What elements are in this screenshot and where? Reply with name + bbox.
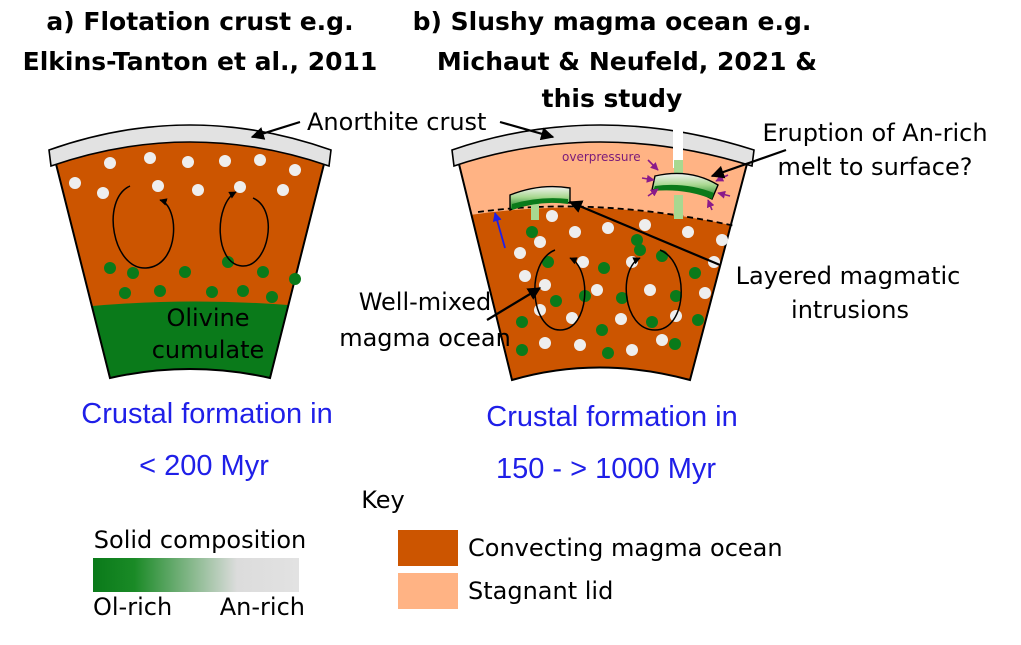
key-swatch-stagnant-lid [398,573,458,609]
panel-b-uplift-arrow [492,212,506,249]
key-label-stagnant-lid: Stagnant lid [468,577,613,605]
wellmixed-label-line2: magma ocean [339,324,511,352]
overpressure-label: overpressure [562,150,641,164]
panel-a-cumulate-label-line1: Olivine [166,304,249,332]
panel-b-convection-cell-right [625,249,682,331]
panel-b-wedge: overpressure [451,124,755,382]
gradient-title: Solid composition [94,526,306,554]
panel-b-intrusion-left [509,185,571,220]
panel-a-title-line1: a) Flotation crust e.g. [46,7,353,36]
composition-gradient-bar [93,558,299,592]
gradient-right-label: An-rich [220,593,305,621]
wellmixed-label-line1: Well-mixed [359,288,492,316]
panel-a-convection-cell-right [219,191,269,267]
panel-b-title-line1: b) Slushy magma ocean e.g. [413,7,812,36]
panel-a-olivine-crystals [104,256,301,303]
crust-arrow-a [250,120,301,140]
panel-b-intrusion-right [651,160,719,219]
anorthite-crust-label: Anorthite crust [307,108,486,136]
panel-b-convecting-region [470,207,735,380]
key-title: Key [361,486,405,514]
panel-a-wedge: Olivine cumulate [48,124,332,380]
eruption-label-line2: melt to surface? [777,153,972,181]
panel-a-cumulate-label-line2: cumulate [152,336,265,364]
key-label-convecting: Convecting magma ocean [468,534,783,562]
intrusions-label-line1: Layered magmatic [736,262,961,290]
panel-b-timescale-line2: 150 - > 1000 Myr [496,453,716,485]
key-swatch-convecting [398,530,458,566]
wellmixed-arrow [486,287,542,321]
panel-b-eruption-conduit [673,128,683,168]
panel-a-timescale-line1: Crustal formation in [81,398,332,430]
panel-b-title-line2: Michaut & Neufeld, 2021 & [437,47,817,76]
eruption-label-line1: Eruption of An-rich [762,119,987,147]
panel-b-timescale-line1: Crustal formation in [486,401,737,433]
gradient-left-label: Ol-rich [93,593,172,621]
panel-b-title-line3: this study [542,84,683,113]
panel-b-lid-boundary [477,205,736,227]
intrusions-label-line2: intrusions [791,296,909,324]
panel-a-title-line2: Elkins-Tanton et al., 2011 [23,47,378,76]
panel-b-anorthite-crystals [514,210,728,356]
intrusions-arrow [568,200,721,267]
crust-arrow-b [499,120,555,141]
panel-a-anorthite-crystals [69,152,301,199]
panel-b-convection-cell-left [534,249,586,331]
eruption-arrow [710,148,787,179]
panel-a-timescale-line2: < 200 Myr [139,450,269,482]
panel-a-convection-cell-left [112,185,175,269]
